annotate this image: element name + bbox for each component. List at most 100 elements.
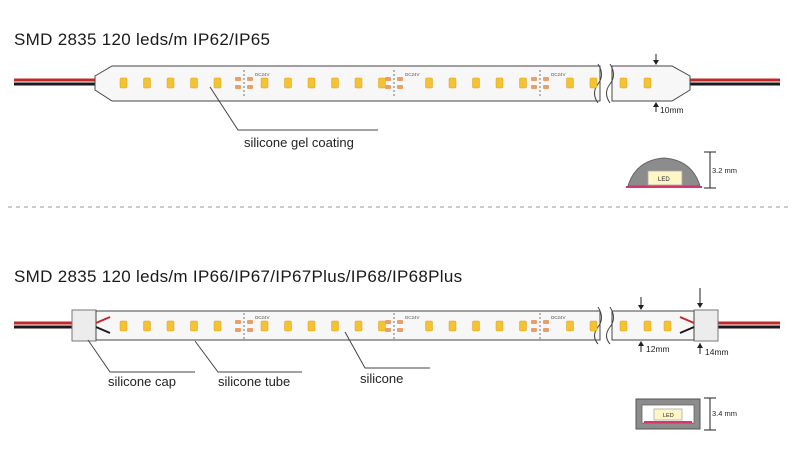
solder-pad: [543, 85, 549, 89]
width-label-14mm: 14mm: [705, 347, 729, 357]
led-chip-icon: [166, 77, 175, 89]
inner-red-wire: [679, 316, 695, 324]
solder-pad: [247, 328, 253, 332]
led-chip-icon: [354, 77, 363, 89]
solder-pad: [235, 85, 241, 89]
cross-section-ip65: LED 3.2 mm: [626, 151, 737, 189]
solder-pad: [385, 320, 391, 324]
led-chip-icon: [425, 77, 433, 89]
break-mark: [594, 306, 602, 345]
dim-arrow-head: [638, 341, 644, 346]
height-label-3-4mm: 3.4 mm: [712, 409, 737, 418]
led-chip-icon: [284, 320, 292, 332]
led-chip-icon: [331, 77, 339, 89]
dim-arrow-head: [638, 305, 644, 310]
led-chip-icon: [378, 320, 386, 332]
cross-section-ip68: LED 3.4 mm: [635, 397, 737, 431]
led-chip-icon: [566, 77, 574, 89]
led-chip-icon: [307, 320, 316, 332]
led-chip-icon: [566, 320, 574, 332]
led-row: [119, 320, 672, 332]
led-chip-icon: [119, 77, 128, 89]
led-chip-icon: [472, 320, 480, 332]
section-title-ip65: SMD 2835 120 leds/m IP62/IP65: [14, 30, 271, 49]
solder-pad: [397, 85, 403, 89]
solder-pad: [397, 320, 403, 324]
solder-pad: [247, 85, 253, 89]
led-chip-icon: [307, 77, 316, 89]
chip-label: DC24V: [551, 72, 566, 77]
led-chip-icon: [213, 77, 222, 89]
silicone-cap-left: [71, 309, 97, 342]
led-chip-icon: [643, 320, 652, 332]
chip-label: DC24V: [551, 315, 566, 320]
solder-pad: [235, 328, 241, 332]
chip-label: DC24V: [405, 72, 420, 77]
leader-silicone: [344, 331, 430, 369]
led-chip-icon: [119, 320, 128, 332]
solder-pad: [531, 85, 537, 89]
solder-pad: [531, 320, 537, 324]
chip-label: DC24V: [255, 72, 270, 77]
solder-pad: [543, 77, 549, 81]
solder-pad: [397, 328, 403, 332]
strip-body-left: [94, 65, 601, 102]
chip-label: DC24V: [255, 315, 270, 320]
cut-marks: DC24V DC24V DC24V: [235, 313, 566, 339]
led-chip-icon: [495, 77, 504, 89]
led-chip-icon: [260, 77, 269, 89]
dim-arrow-head: [697, 303, 703, 308]
dim-arrow-head: [697, 343, 703, 348]
label-silicone: silicone: [360, 371, 403, 386]
led-chip-icon: [378, 77, 386, 89]
led-row: [119, 77, 652, 89]
led-chip-icon: [663, 320, 672, 332]
led-chip-icon: [143, 77, 151, 89]
silicone-cap-right: [693, 309, 719, 342]
section-title-ip68: SMD 2835 120 leds/m IP66/IP67/IP67Plus/I…: [14, 267, 463, 286]
led-chip-icon: [495, 320, 504, 332]
led-chip-icon: [448, 320, 457, 332]
led-chip: [647, 170, 683, 186]
chip-label: DC24V: [405, 315, 420, 320]
inner-black-wire: [679, 326, 695, 334]
led-chip-icon: [619, 320, 628, 332]
led-chip-icon: [643, 77, 652, 89]
solder-pad: [235, 320, 241, 324]
solder-pad: [247, 320, 253, 324]
dim-arrow-head: [653, 60, 659, 65]
cut-marks: DC24V DC24V DC24V: [235, 70, 566, 96]
led-chip-icon: [331, 320, 339, 332]
led-chip-icon: [589, 320, 598, 332]
led-chip-icon: [589, 77, 598, 89]
led-chip-icon: [260, 320, 269, 332]
led-chip-icon: [213, 320, 222, 332]
led-chip-icon: [519, 77, 527, 89]
led-chip-icon: [354, 320, 363, 332]
break-mark: [606, 306, 614, 345]
solder-pad: [543, 320, 549, 324]
strip-ip65: DC24V DC24V DC24V 10mm silicone gel coatin…: [14, 54, 780, 150]
inner-red-wire: [95, 316, 111, 324]
strip-ip68: DC24V DC24V DC24V 12mm 14mm silicone cap s…: [14, 288, 780, 389]
label-silicone-gel-coating: silicone gel coating: [244, 135, 354, 150]
led-chip-label: LED: [663, 413, 674, 419]
leader-tube: [194, 340, 302, 373]
silicone-tube-left: [95, 310, 601, 341]
width-label-10mm: 10mm: [660, 105, 684, 115]
leader-cap: [87, 339, 195, 373]
break-mark: [594, 63, 602, 104]
led-chip-icon: [143, 320, 151, 332]
solder-pad: [543, 328, 549, 332]
led-chip-icon: [190, 77, 198, 89]
label-silicone-cap: silicone cap: [108, 374, 176, 389]
solder-pad: [385, 328, 391, 332]
leader-coating: [209, 86, 378, 131]
led-chip-icon: [472, 77, 480, 89]
solder-pad: [235, 77, 241, 81]
label-silicone-tube: silicone tube: [218, 374, 290, 389]
solder-pad: [531, 77, 537, 81]
led-chip-icon: [284, 77, 292, 89]
solder-pad: [531, 328, 537, 332]
width-label-12mm: 12mm: [646, 344, 670, 354]
